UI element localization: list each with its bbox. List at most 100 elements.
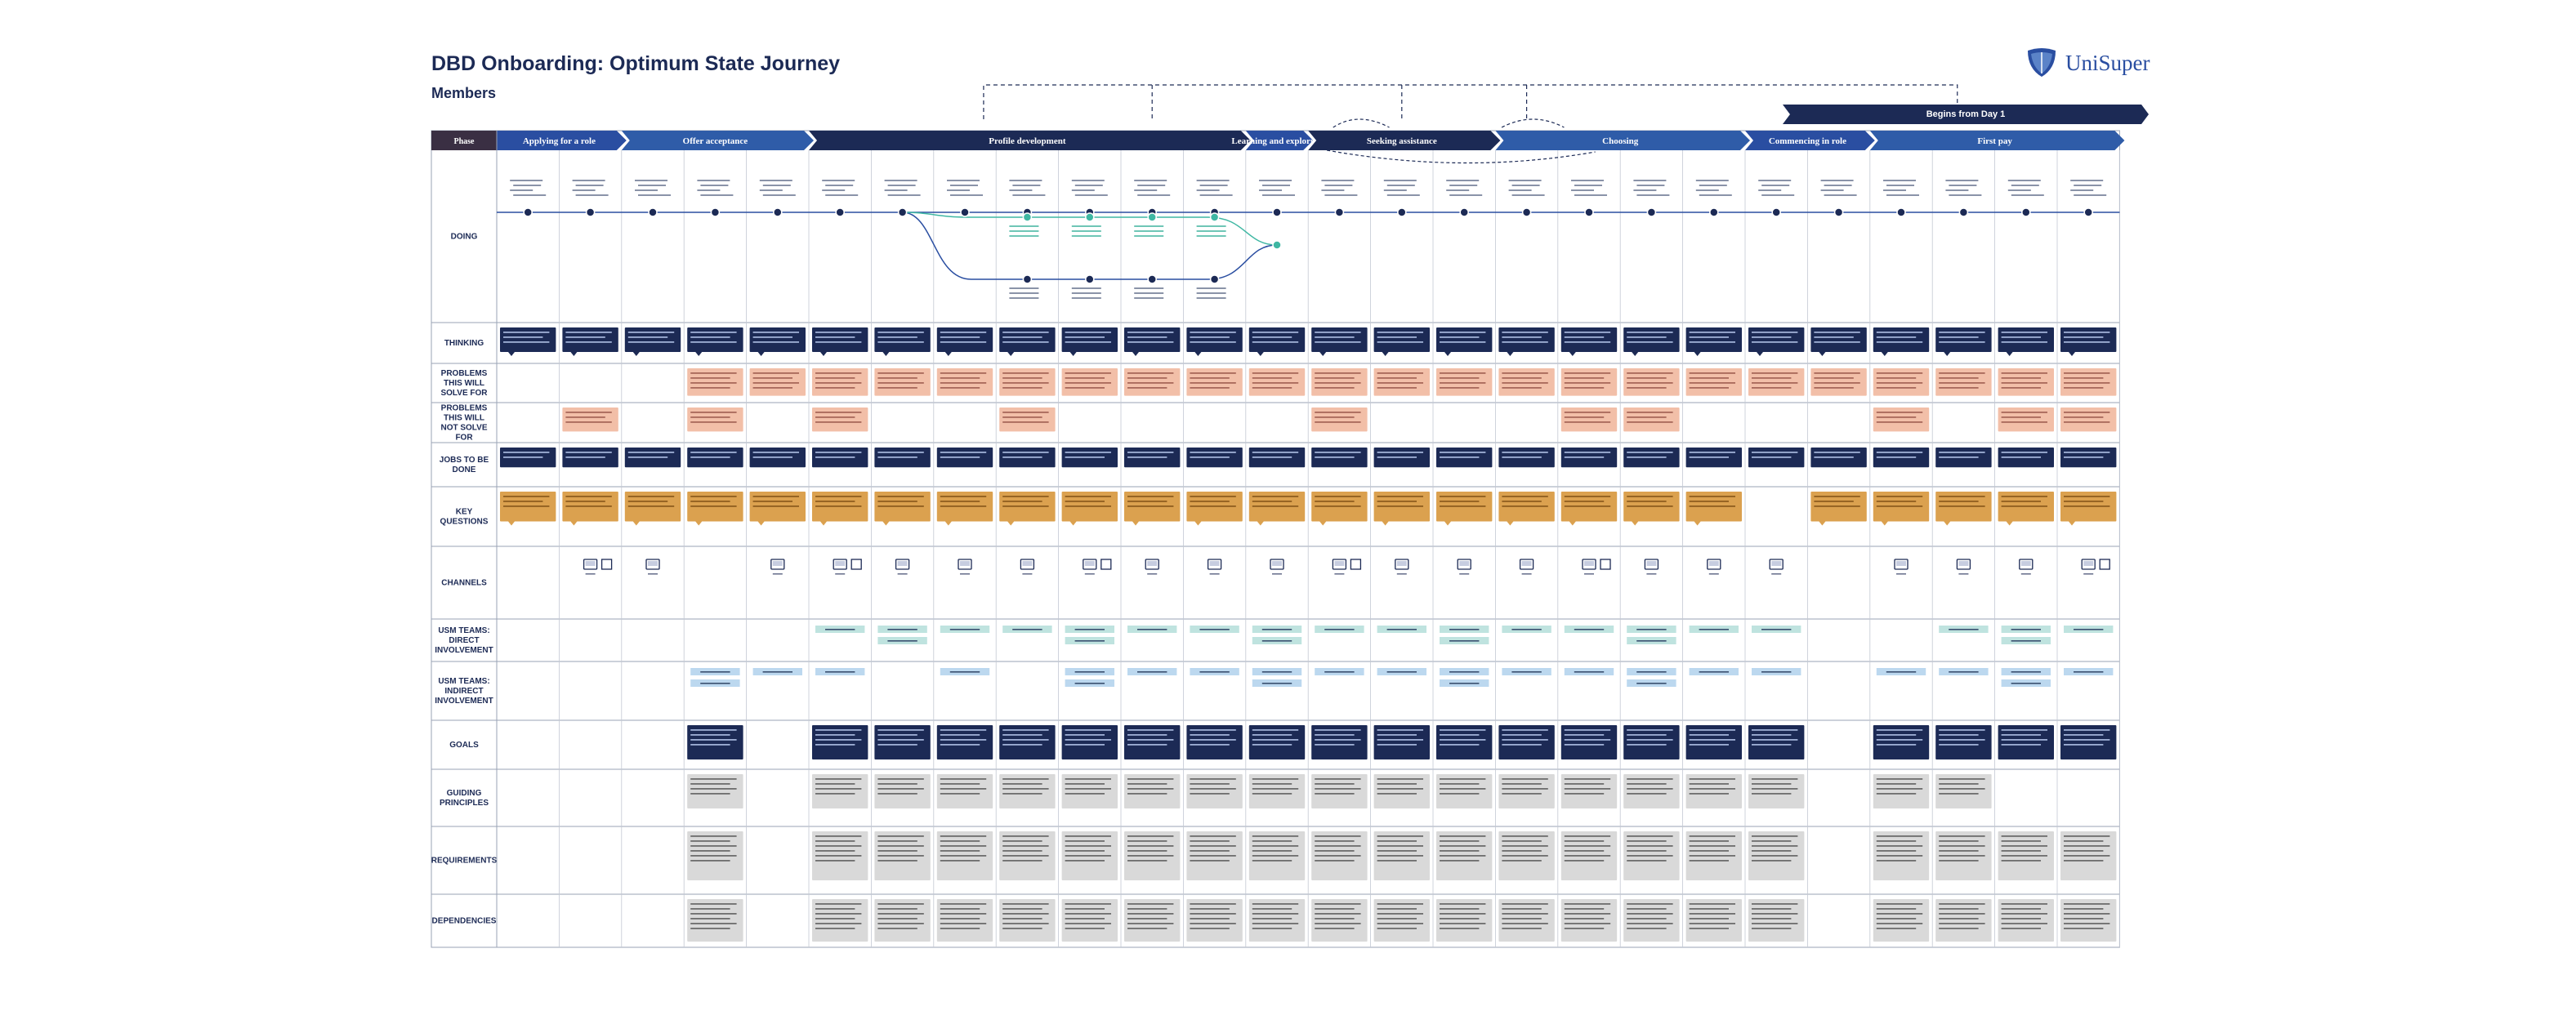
key-question-card-text (1127, 506, 1174, 507)
doing-text-line (1571, 180, 1604, 181)
guiding-principle-card-text (1315, 788, 1361, 790)
requirement-card-text (1627, 835, 1673, 837)
indirect-team-tag-text (1449, 683, 1480, 684)
timeline-node (1397, 207, 1407, 217)
dashed-arc (1501, 118, 1565, 128)
requirement-card-text (1190, 840, 1230, 842)
job-card-text (1315, 452, 1361, 453)
goal-card-text (815, 729, 862, 731)
dependency-card-text (1440, 928, 1480, 929)
problem-solve-card-text (2064, 382, 2110, 384)
job-card-text (2064, 452, 2110, 453)
guiding-principle-card-text (1190, 793, 1230, 795)
dependency-card-text (1440, 923, 1486, 924)
timeline-node-lower (1209, 274, 1220, 284)
dependency-card-text (1939, 908, 1979, 910)
job-card-text (1002, 452, 1049, 453)
key-question-card-text (1315, 501, 1355, 502)
problem-solve-card-text (1752, 377, 1792, 379)
job-card-text (752, 457, 792, 458)
guiding-principle-card-text (1065, 783, 1105, 785)
thinking-card-text (2001, 332, 2047, 333)
problem-solve-card-text (752, 372, 799, 374)
key-question-card-pointer (1881, 521, 1888, 526)
problem-not-solve-card-text (1002, 416, 1042, 418)
doing-text-line (1074, 194, 1108, 196)
direct-team-tag-text (1636, 629, 1667, 630)
guiding-principle-card-text (1440, 788, 1486, 790)
doing-text-line (1949, 185, 1977, 186)
doing-text-line-lower (1071, 297, 1101, 299)
thinking-card-pointer (695, 352, 703, 356)
key-question-card-text (1876, 501, 1917, 502)
timeline-node-lower (1022, 274, 1033, 284)
problem-solve-card-text (1127, 377, 1167, 379)
goal-card-text (1502, 729, 1548, 731)
direct-team-tag-text (1137, 629, 1167, 630)
thinking-card-text (2064, 341, 2110, 343)
job-card-text (1377, 452, 1423, 453)
direct-team-tag-text (1074, 629, 1105, 630)
key-question-card-text (877, 501, 917, 502)
dependency-card-text (1190, 903, 1236, 905)
thinking-card (562, 327, 618, 352)
goal-card-text (1315, 739, 1361, 741)
dependency-card-text (2001, 918, 2041, 920)
dependency-card-text (1127, 908, 1167, 910)
indirect-team-tag-text (1949, 671, 1979, 673)
doing-text-line (1383, 189, 1407, 191)
doing-text-line (1758, 189, 1782, 191)
indirect-team-tag-text (700, 683, 730, 684)
job-card-text (1440, 452, 1486, 453)
thinking-card-text (627, 341, 675, 343)
thinking-card-text (1127, 332, 1174, 333)
requirement-card-text (1190, 845, 1236, 847)
dependency-card-text (1127, 913, 1174, 915)
guiding-principle-card (1373, 774, 1430, 808)
dependency-card-text (1252, 928, 1292, 929)
problem-solve-card-text (1377, 382, 1423, 384)
thinking-card-text (1689, 332, 1735, 333)
thinking-card-pointer (882, 352, 890, 356)
dependency-card-text (1627, 923, 1673, 924)
goal-card-text (1752, 734, 1792, 736)
dependency-card-text (877, 903, 924, 905)
thinking-card (1498, 327, 1555, 352)
problem-solve-card-text (940, 372, 987, 374)
direct-team-tag-text (1949, 629, 1979, 630)
requirement-card-text (2001, 835, 2047, 837)
dependency-card-text (1190, 923, 1236, 924)
key-question-card-pointer (1569, 521, 1576, 526)
dependency-card-text (1377, 903, 1423, 905)
thinking-card-pointer (1819, 352, 1826, 356)
doing-text-line (1695, 189, 1719, 191)
doing-text-line (1695, 180, 1729, 181)
goal-card (1311, 725, 1368, 759)
indirect-team-tag-text (1324, 671, 1355, 673)
guiding-principle-card (1186, 774, 1243, 808)
thinking-card-text (1377, 332, 1423, 333)
guiding-principle-card-text (690, 788, 737, 790)
channel-label (1896, 573, 1906, 575)
dependency-card-text (1065, 913, 1111, 915)
requirement-card-text (815, 860, 855, 862)
key-question-card-text (1002, 496, 1049, 497)
goal-card-text (1440, 729, 1486, 731)
problem-not-solve-card-text (1876, 416, 1917, 418)
key-question-card-text (1252, 506, 1299, 507)
timeline-node (1833, 207, 1844, 217)
thinking-card-text (1127, 341, 1174, 343)
dependency-card (874, 899, 931, 942)
thinking-card-text (1190, 341, 1236, 343)
doing-text-line (1511, 185, 1540, 186)
goal-card-text (1564, 734, 1605, 736)
goal-card (1124, 725, 1181, 759)
goal-card-text (690, 739, 737, 741)
problem-solve-card-text (1252, 372, 1299, 374)
dependency-card-text (2064, 928, 2104, 929)
row-label: DEPENDENCIES (432, 917, 497, 926)
job-card-text (1876, 452, 1923, 453)
key-question-card-pointer (1632, 521, 1639, 526)
channel-icon (583, 559, 598, 570)
